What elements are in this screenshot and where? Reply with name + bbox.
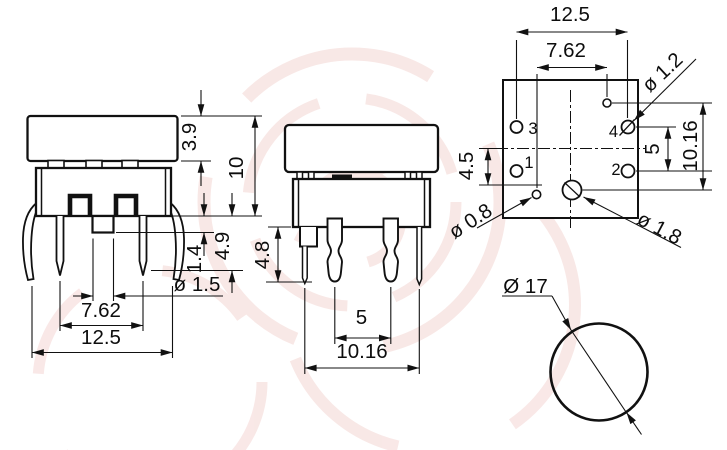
side-bent-pin-2 <box>382 217 399 283</box>
pin-number-2: 2 <box>611 160 621 179</box>
front-contact-windows <box>67 193 139 216</box>
side-bent-pin-1 <box>326 217 343 283</box>
front-right-pin <box>138 216 148 276</box>
dim-label-boss-height: 1.4 <box>182 244 206 274</box>
pin-number-3: 3 <box>528 119 538 138</box>
dim-label-pcb-offset-x: 7.62 <box>546 38 586 62</box>
leader-locator-dia <box>476 197 532 229</box>
dim-label-cap-height: 3.9 <box>177 122 201 152</box>
pin-hole-3 <box>509 120 524 134</box>
side-right-leg <box>416 227 423 287</box>
locator-hole <box>531 189 542 200</box>
front-center-boss <box>91 214 115 234</box>
dim-label-pcb-width: 12.5 <box>550 2 590 26</box>
pin-hole-2 <box>620 163 636 179</box>
leader-center-dia <box>583 196 682 248</box>
pcb-view-dimensions <box>476 28 712 248</box>
top-locator-hole <box>602 98 612 108</box>
dim-label-side-pin-pitch: 5 <box>355 305 368 329</box>
side-left-tab <box>299 227 318 248</box>
front-left-pin <box>55 216 65 276</box>
dim-label-overall-height: 10 <box>224 156 248 180</box>
leader-hole-dia <box>633 58 697 121</box>
dim-label-pcb-span-y: 10.16 <box>678 120 702 172</box>
dim-label-cap-diameter: Ø 17 <box>503 274 548 298</box>
front-view-linework <box>22 114 185 282</box>
pin-number-4: 4 <box>608 122 619 141</box>
front-view-dimensions <box>31 90 262 358</box>
side-view-dimensions <box>266 226 420 374</box>
side-left-leg <box>301 246 308 286</box>
dim-label-pin-pitch: 7.62 <box>81 298 121 322</box>
dim-label-pcb-offset-y: 4.5 <box>454 151 478 180</box>
pin-number-1: 1 <box>524 153 534 172</box>
pin-hole-1 <box>509 164 524 178</box>
front-left-snap-leg <box>22 201 40 282</box>
side-view-linework <box>283 123 440 287</box>
dim-label-pcb-pitch-y: 5 <box>640 142 664 155</box>
dim-label-side-pin-length: 4.8 <box>250 240 274 270</box>
dim-label-pin-length: 4.9 <box>210 231 234 261</box>
front-right-snap-leg <box>167 201 185 282</box>
side-top-bump <box>332 174 352 180</box>
dim-label-boss-diameter: ø 1.5 <box>173 272 221 296</box>
cap-view-linework <box>502 295 649 435</box>
dim-label-side-row-span: 10.16 <box>336 339 388 363</box>
cap-circle <box>549 322 649 422</box>
dim-label-body-width: 12.5 <box>81 325 121 349</box>
